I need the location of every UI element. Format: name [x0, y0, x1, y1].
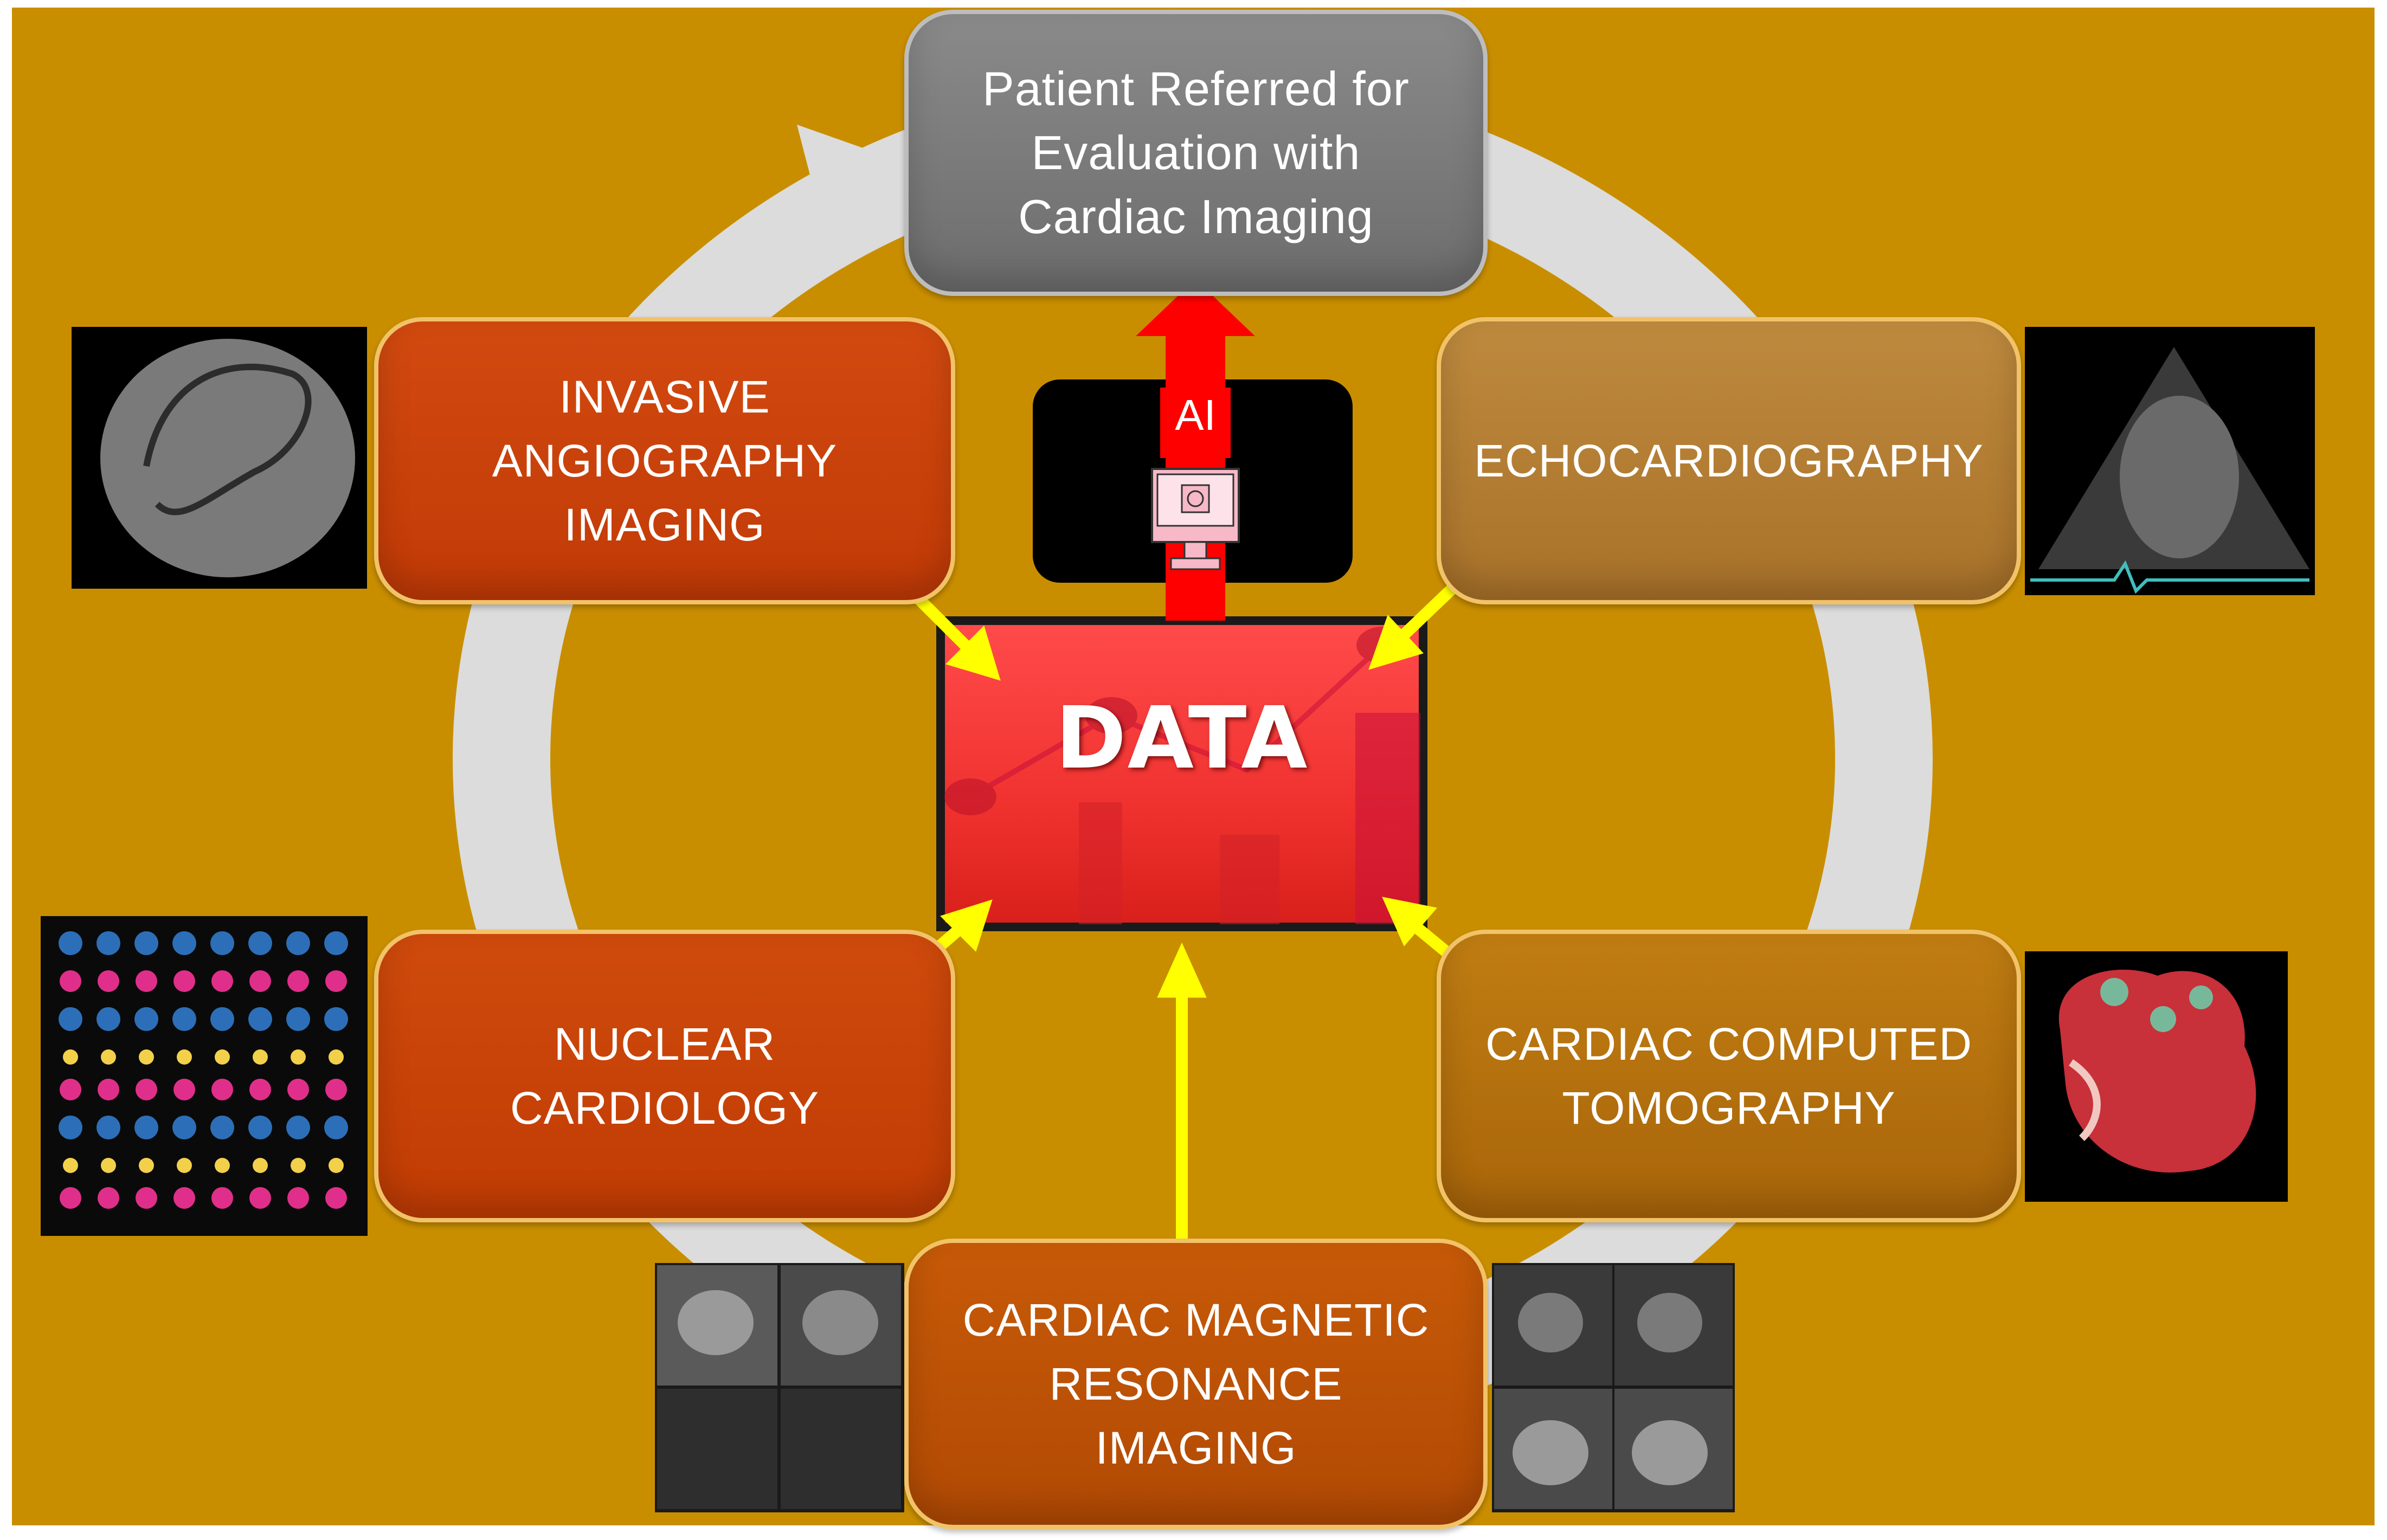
- arrow-echo-to-data: [1392, 578, 1463, 647]
- cardiac-magnetic-resonance-box: CARDIAC MAGNETIC RESONANCE IMAGING: [904, 1239, 1488, 1529]
- ai-label: AI: [1175, 391, 1216, 439]
- patient-referred-box: Patient Referred for Evaluation with Car…: [904, 10, 1488, 296]
- computer-chip-icon: [1151, 468, 1240, 570]
- data-bar: [1355, 713, 1420, 924]
- magnetic-resonance-image-right: [1492, 1263, 1735, 1512]
- nuclear-cardiology-box: NUCLEAR CARDIOLOGY: [374, 930, 955, 1222]
- data-bar: [1220, 835, 1279, 924]
- arrow-nuclear-to-data-head: [940, 899, 993, 952]
- data-box: [936, 616, 1427, 931]
- echocardiography-box: ECHOCARDIOGRAPHY: [1437, 317, 2021, 604]
- cycle-arrowhead: [797, 125, 889, 271]
- computed-tomography-image: [2025, 951, 2288, 1202]
- magnetic-resonance-image-left: [655, 1263, 904, 1512]
- data-point: [944, 778, 996, 815]
- data-bar: [1079, 802, 1122, 924]
- invasive-angiography-box: INVASIVE ANGIOGRAPHY IMAGING: [374, 317, 955, 604]
- cardiac-computed-tomography-box: CARDIAC COMPUTED TOMOGRAPHY: [1437, 930, 2021, 1222]
- angiography-image: [72, 327, 367, 589]
- ai-label-background: [1160, 388, 1231, 458]
- arrow-cmr-to-data-head: [1157, 942, 1207, 998]
- arrow-invasive-to-data-head: [945, 626, 1001, 681]
- arrow-echo-to-data-head: [1368, 615, 1424, 670]
- data-trend-line: [969, 643, 1385, 800]
- echocardiography-image: [2025, 327, 2315, 595]
- nuclear-image: [41, 916, 368, 1236]
- data-point: [1085, 697, 1137, 734]
- data-label: DATA: [1055, 688, 1309, 788]
- ai-arrow-head: [1136, 279, 1255, 336]
- arrow-cct-to-data-head: [1382, 897, 1437, 946]
